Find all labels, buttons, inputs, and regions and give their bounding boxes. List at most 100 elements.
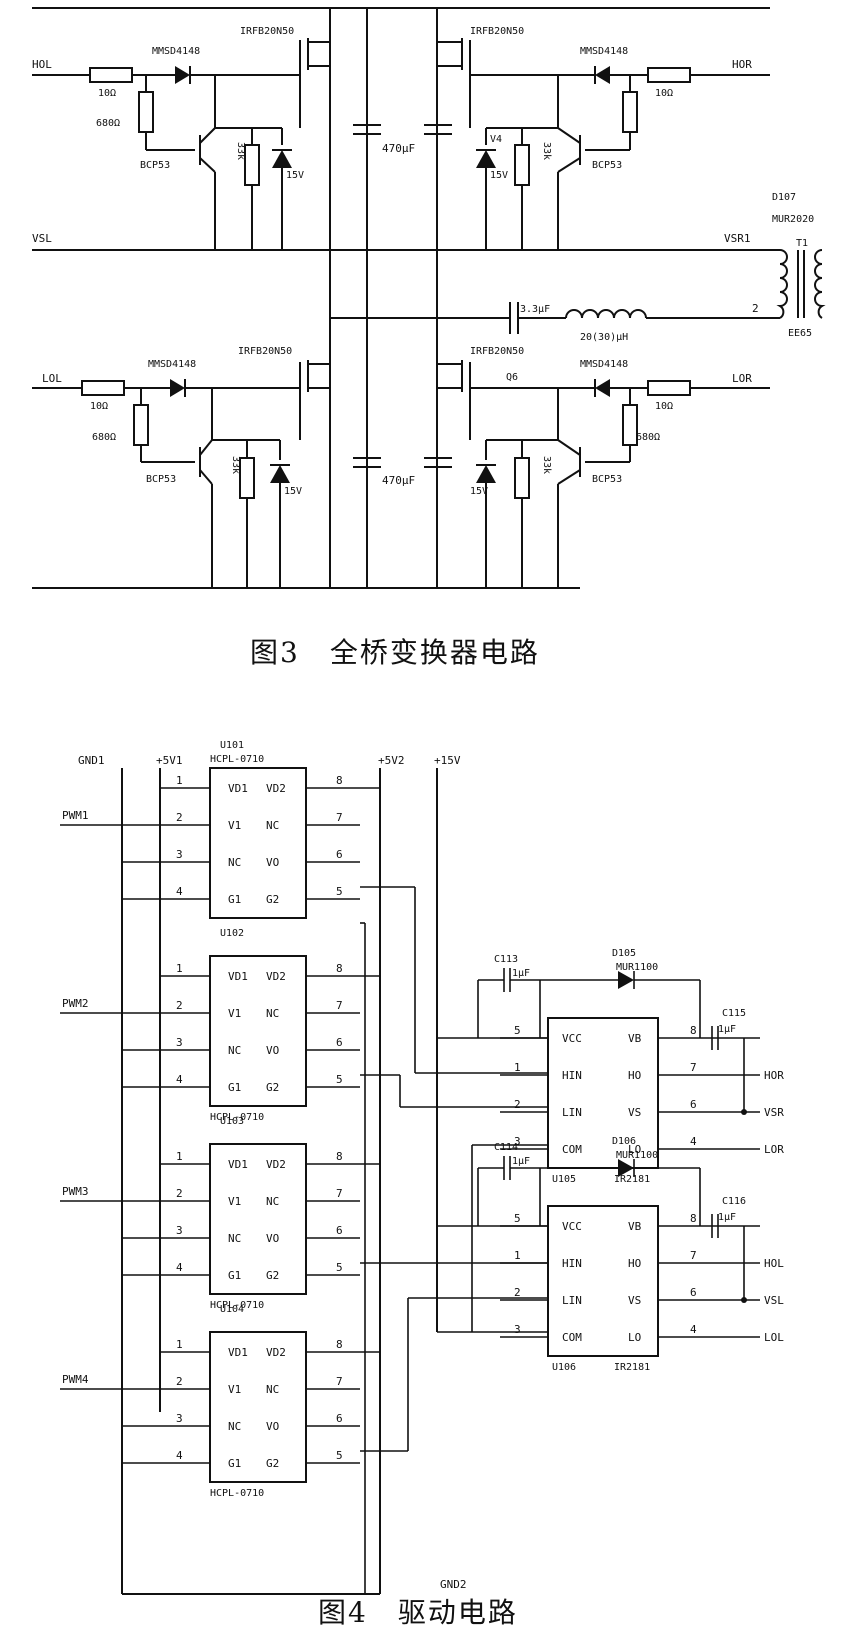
pin-name: VD1 [228,782,248,795]
pin-name: COM [562,1331,582,1344]
net-vsl-label: VSL [32,232,52,245]
optocoupler-u102: U102HCPL-07101VD12V13NC4G18VD27NC6VO5G2P… [60,928,380,1123]
pin-number: 7 [336,1375,343,1388]
pin-name: HO [628,1257,641,1270]
ic-ref-label: U101 [220,740,244,751]
rail-5v1: +5V1 [156,754,183,767]
series-cap-label: 3.3μF [520,304,550,315]
bus-capacitor-bottom-left [353,457,381,468]
gate-driver-top-left [32,38,330,250]
resonant-tank [509,302,770,334]
pin-name: HIN [562,1069,582,1082]
bias-label-br: 680Ω [636,432,660,443]
pin-number: 4 [176,1449,183,1462]
pin-number: 5 [514,1212,521,1225]
diode-part-label: MUR1100 [616,962,658,973]
rail-15v: +15V [434,754,461,767]
bleed-label-br: 33k [541,456,552,474]
pin-name: HO [628,1069,641,1082]
pin-number: 8 [336,1150,343,1163]
full-bridge-schematic: 470μF 470μF [32,7,826,669]
v4-label: V4 [490,134,502,145]
d107-part-label: MUR2020 [772,214,814,225]
pin-number: 7 [336,811,343,824]
zener-label-bl: 15V [284,486,302,497]
pin-name: G2 [266,1457,279,1470]
ic-ref-label: U106 [552,1362,576,1373]
pin-name: VB [628,1220,642,1233]
output-vs-label: VSL [764,1294,784,1307]
pin-name: NC [266,1007,279,1020]
bias-label-tl: 680Ω [96,118,120,129]
pin-name: COM [562,1143,582,1156]
pin-number: 4 [176,885,183,898]
resistor-label-br: 10Ω [655,401,673,412]
mosfet-label-tr: IRFB20N50 [470,26,524,37]
resistor-label-tl: 10Ω [98,88,116,99]
pin-name: VCC [562,1220,582,1233]
pin-name: VS [628,1106,641,1119]
pin-name: NC [228,1420,241,1433]
pin-number: 2 [176,999,183,1012]
resistor-label-tr: 10Ω [655,88,673,99]
optocoupler-u103: U103HCPL-07101VD12V13NC4G18VD27NC6VO5G2P… [60,1116,380,1311]
pin-number: 5 [336,1449,343,1462]
pin-name: VD2 [266,782,286,795]
diode-part-label: MUR1100 [616,1150,658,1161]
ic-body [209,955,307,1107]
bias-label-bl: 680Ω [92,432,116,443]
net-lor-label: LOR [732,372,752,385]
pin-name: VS [628,1294,641,1307]
pin-number: 3 [176,1036,183,1049]
ic-ref-label: U105 [552,1174,576,1185]
pin-name: VO [266,856,279,869]
pin-number: 7 [690,1249,697,1262]
diode-label-bl: MMSD4148 [148,359,196,370]
figure4-caption: 图4 驱动电路 [318,1596,518,1629]
bus-capacitor-top-left [353,124,381,135]
rail-gnd2: GND2 [440,1578,467,1591]
ic-ref-label: U104 [220,1304,244,1315]
zener-top-left [272,150,292,168]
bias-resistor-bottom-left [133,404,149,446]
pin-number: 4 [690,1135,697,1148]
pin-number: 5 [336,1261,343,1274]
pin-number: 5 [336,1073,343,1086]
diode-label-tr: MMSD4148 [580,46,628,57]
pin-number: 6 [690,1286,697,1299]
pin-number: 4 [176,1073,183,1086]
diode-label-tl: MMSD4148 [152,46,200,57]
t1-label: T1 [796,238,808,249]
cap-bus-label-bottom: 470μF [382,474,415,487]
cap-value-label: 1μF [718,1024,736,1035]
pin-number: 7 [690,1061,697,1074]
ic-part-label: IR2181 [614,1362,650,1373]
junction-dot [741,1297,747,1303]
pin-name: VCC [562,1032,582,1045]
pin-number: 1 [176,1338,183,1351]
bridge-bus-wires [32,7,770,589]
optocoupler-group: U101HCPL-07101VD12V13NC4G18VD27NC6VO5G2P… [60,740,380,1499]
pin-number: 2 [514,1098,521,1111]
pin-name: HIN [562,1257,582,1270]
diode-top-left [175,66,190,84]
bias-resistor-bottom-right [622,404,638,446]
pin-number: 6 [690,1098,697,1111]
pin-number: 8 [336,1338,343,1351]
resistor-label-bl: 10Ω [90,401,108,412]
pin-number: 8 [336,774,343,787]
gate-driver-top-right [437,38,770,250]
ic-ref-label: U103 [220,1116,244,1127]
inductor [565,309,647,319]
gate-driver-bottom-right [437,360,770,588]
pin-name: VO [266,1044,279,1057]
pin-number: 4 [176,1261,183,1274]
optocoupler-u104: U104HCPL-07101VD12V13NC4G18VD27NC6VO5G2P… [60,1304,380,1499]
zener-label-tr: 15V [490,170,508,181]
junction-dot [741,1109,747,1115]
net-hor-label: HOR [732,58,752,71]
output-lo-label: LOL [764,1331,784,1344]
pin-name: NC [266,1383,279,1396]
bleed-resistor-bottom-right [514,457,530,499]
